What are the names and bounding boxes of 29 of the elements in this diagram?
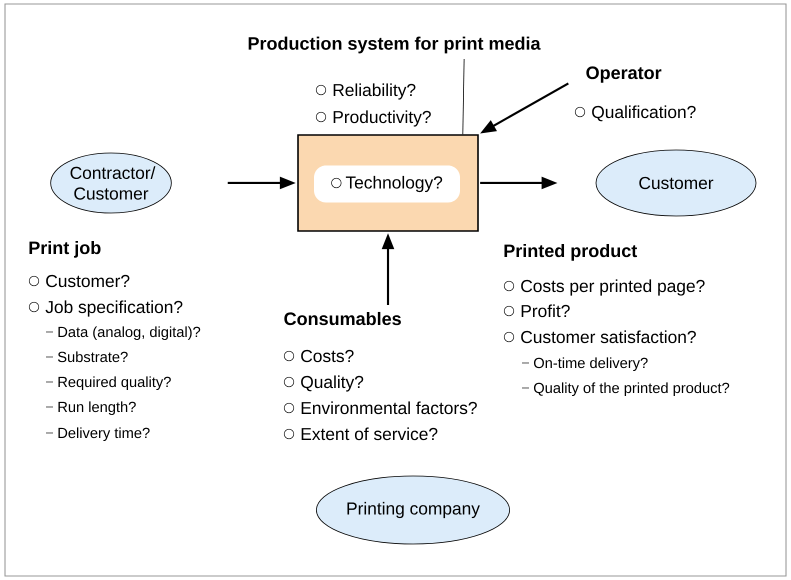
heading: Consumables bbox=[284, 312, 401, 326]
bullet-item: Customer satisfaction? bbox=[504, 330, 696, 344]
bullet-item: Costs? bbox=[284, 350, 354, 362]
bullet-item: Costs per printed page? bbox=[504, 279, 705, 296]
heading: Printed product bbox=[504, 244, 638, 261]
bullet-item: Job specification? bbox=[28, 300, 182, 317]
sub-item: On-time delivery? bbox=[522, 357, 648, 372]
sub-item: Required quality? bbox=[46, 376, 171, 390]
heading: Print job bbox=[30, 240, 101, 258]
bullet-item: Qualification? bbox=[574, 105, 696, 122]
pill-label: Technology? bbox=[314, 166, 460, 202]
bullet-item: Environmental factors? bbox=[284, 401, 477, 414]
sub-item: Delivery time? bbox=[46, 427, 150, 442]
sub-item: Substrate? bbox=[46, 351, 128, 362]
bullet-item: Quality? bbox=[284, 375, 364, 392]
heading: Production system for print media bbox=[248, 36, 541, 54]
bullet-item: Extent of service? bbox=[284, 427, 438, 440]
heading: Operator bbox=[586, 66, 662, 83]
bullet-item: Profit? bbox=[504, 304, 570, 318]
ellipse-node: Contractor/ Customer bbox=[50, 152, 172, 214]
sub-item: Run length? bbox=[46, 401, 136, 416]
leader-line bbox=[462, 58, 465, 135]
ellipse-node: Customer bbox=[596, 150, 756, 216]
bullet-item: Productivity? bbox=[316, 110, 431, 127]
bullet-item: Reliability? bbox=[316, 83, 416, 100]
bullet-item: Customer? bbox=[28, 274, 130, 288]
ellipse-node: Printing company bbox=[316, 476, 510, 544]
sub-item: Data (analog, digital)? bbox=[46, 326, 200, 340]
sub-item: Quality of the printed product? bbox=[522, 382, 730, 396]
